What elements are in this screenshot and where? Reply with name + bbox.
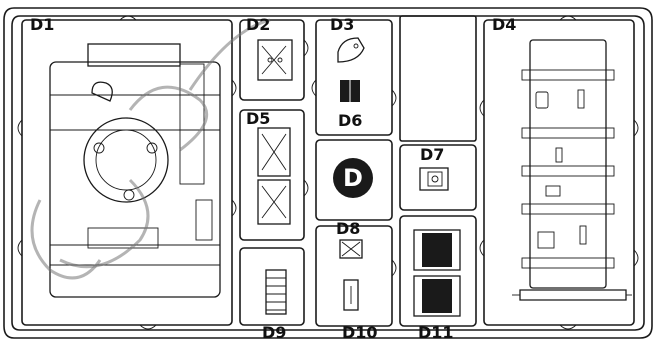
- sprue-id-badge: D: [333, 158, 373, 198]
- part-d7: [419, 167, 449, 191]
- sprue-frame: [3, 7, 653, 339]
- part-d10: [343, 279, 359, 311]
- label-d3: D3: [330, 15, 354, 34]
- part-d8: [339, 239, 363, 259]
- part-d6: [340, 80, 360, 102]
- label-d1: D1: [30, 15, 54, 34]
- label-d9: D9: [262, 323, 286, 342]
- part-labels: D1 D2 D3 D4 D5 D6 D7 D8 D9 D10 D11: [30, 15, 516, 342]
- label-d11: D11: [418, 323, 454, 342]
- part-d5: [257, 127, 291, 225]
- part-d2: [257, 39, 293, 81]
- label-d6: D6: [338, 111, 362, 130]
- part-d3: [337, 37, 365, 63]
- label-d4: D4: [492, 15, 516, 34]
- label-d10: D10: [342, 323, 378, 342]
- part-d11: [413, 229, 461, 317]
- part-d4: [512, 39, 632, 301]
- watermark-overlay: [30, 18, 271, 280]
- label-d8: D8: [336, 219, 360, 238]
- sprue-letter: D: [343, 164, 363, 192]
- label-d5: D5: [246, 109, 270, 128]
- label-d7: D7: [420, 145, 444, 164]
- part-d9: [265, 269, 287, 315]
- sprue-runners: [17, 15, 639, 330]
- label-d2: D2: [246, 15, 270, 34]
